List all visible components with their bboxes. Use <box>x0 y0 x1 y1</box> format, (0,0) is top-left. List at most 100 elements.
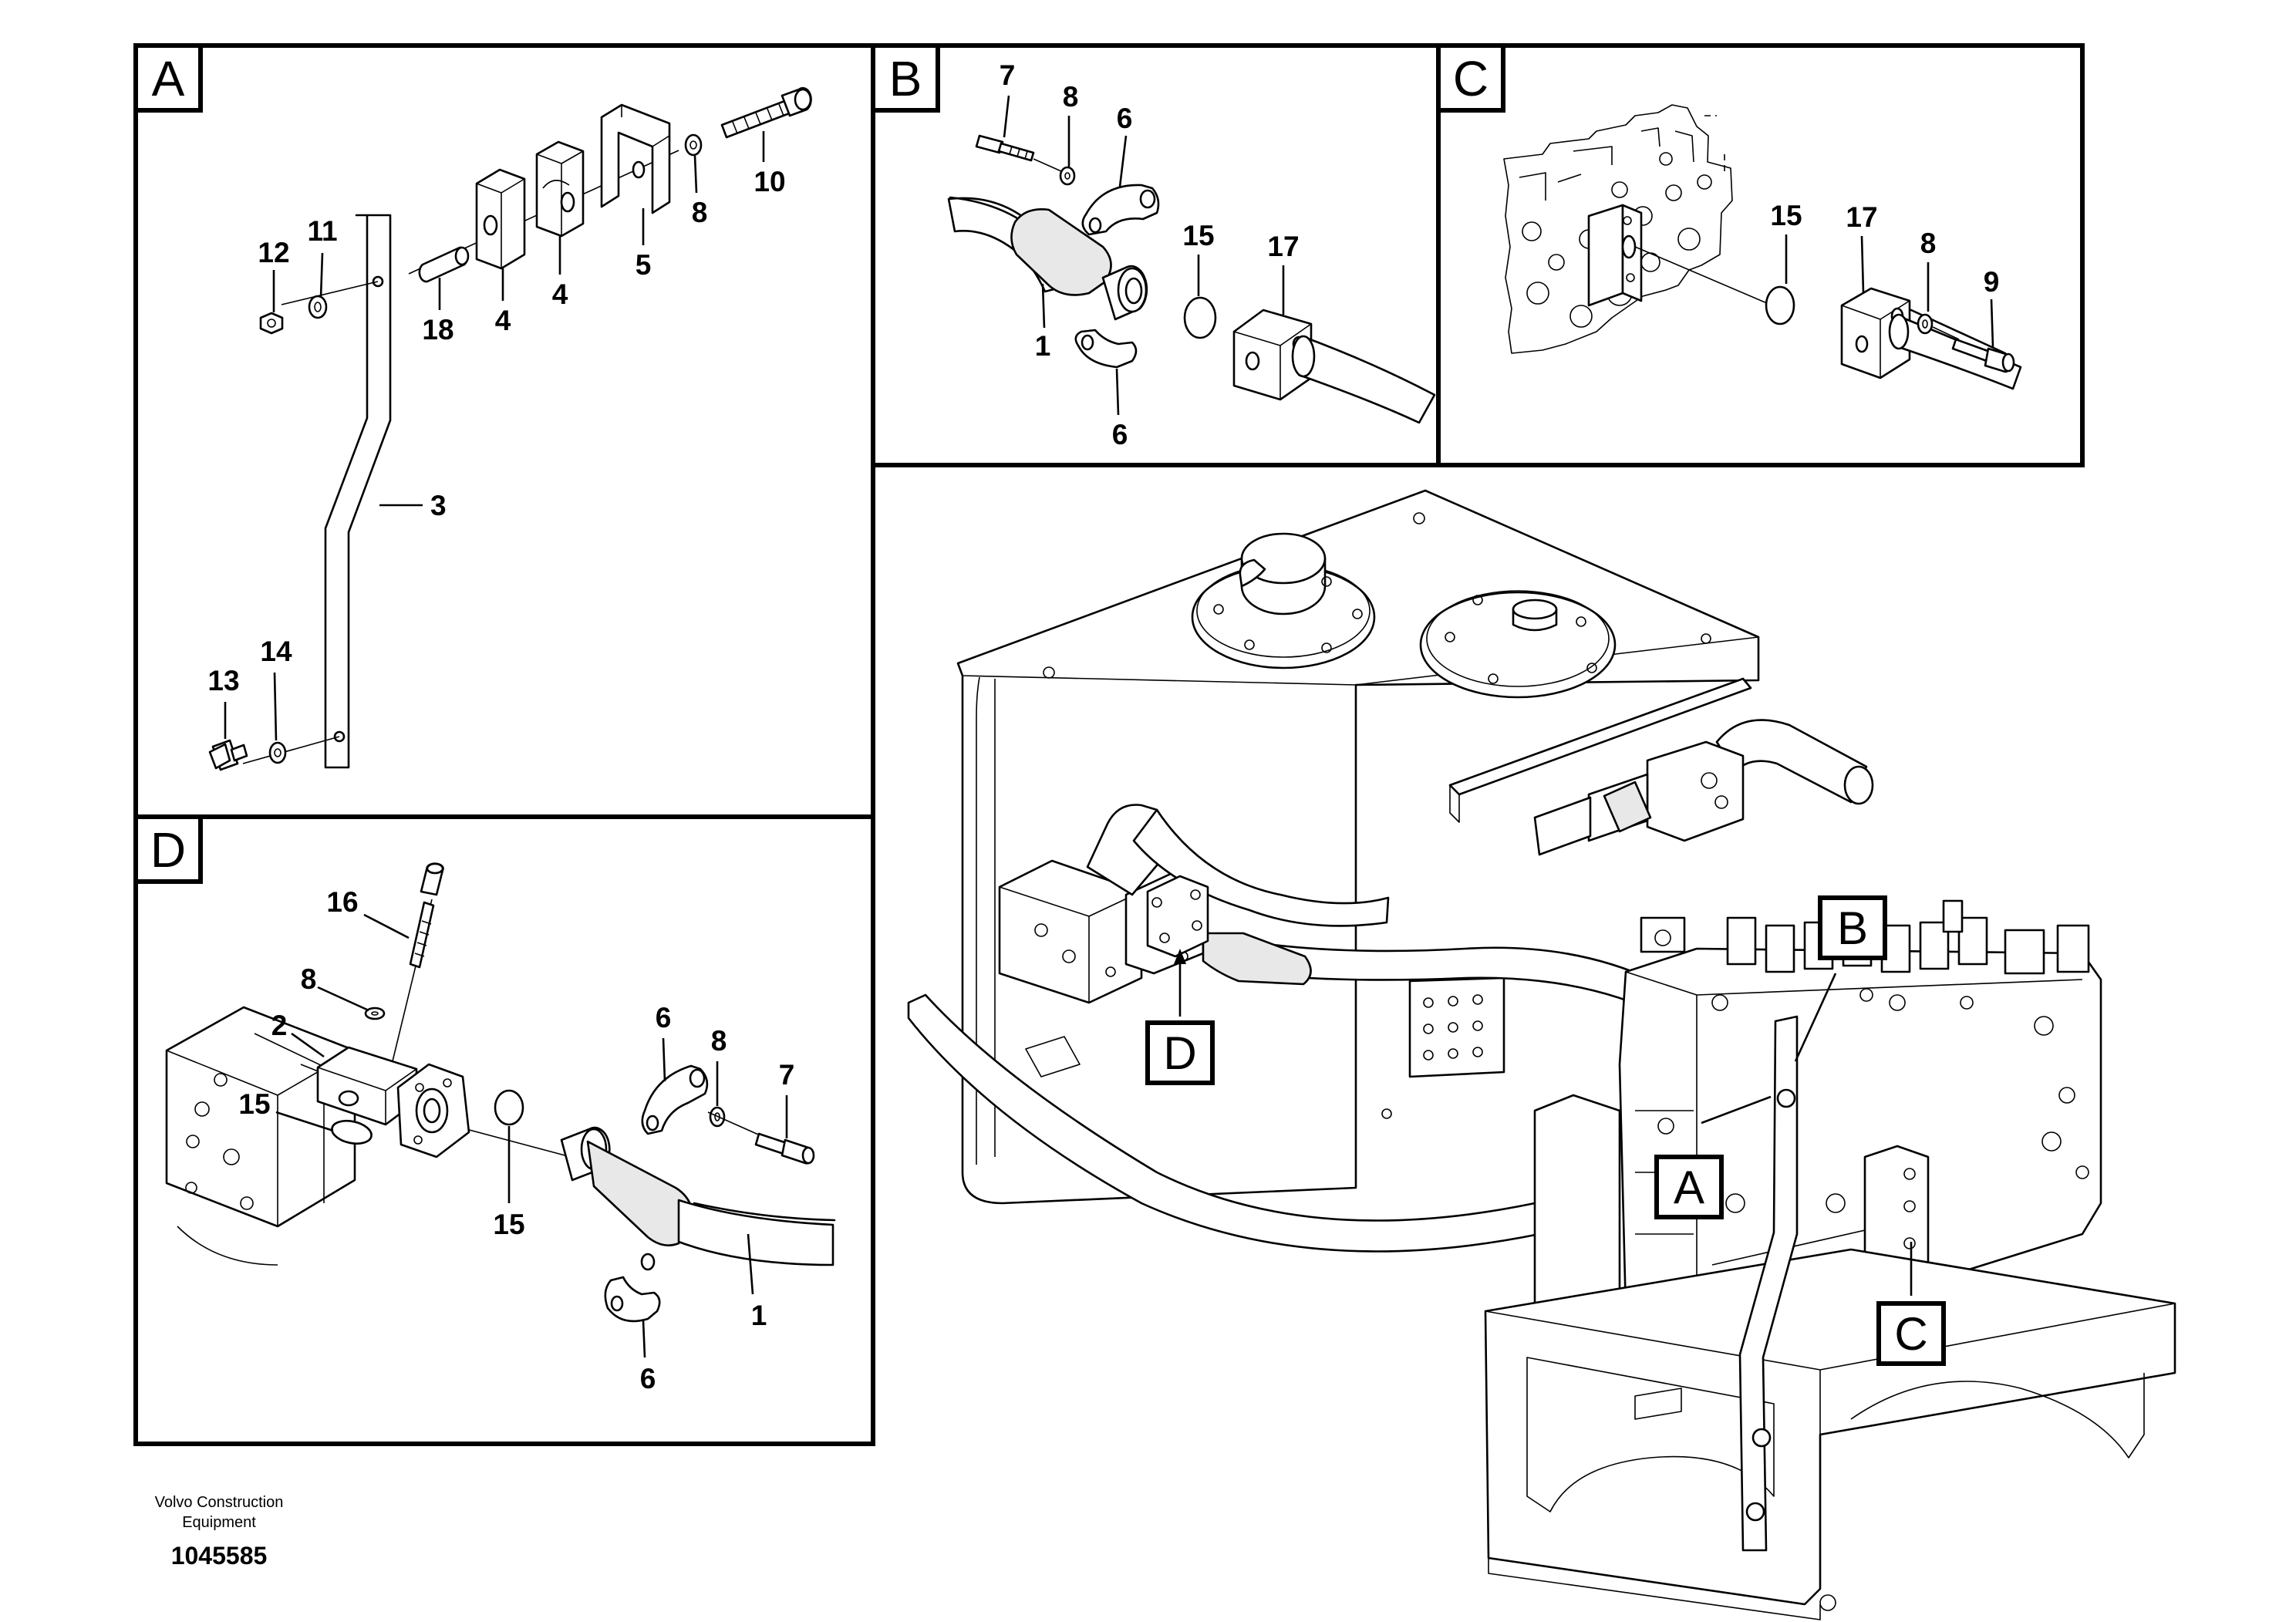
manufacturer-line-2: Equipment <box>182 1514 256 1531</box>
washer-8-panel-b <box>1059 166 1076 186</box>
panel-c-drawing <box>1503 104 2022 390</box>
clamp-half-6-top <box>1081 184 1160 236</box>
label-a-4-second: 4 <box>552 278 568 310</box>
washer-8-panel-a <box>684 133 703 157</box>
label-d-6-top: 6 <box>656 1002 672 1034</box>
valve-port-face <box>1587 204 1624 307</box>
hose-1-panel-d <box>677 1199 834 1266</box>
document-number: 1045585 <box>171 1542 268 1570</box>
suction-pipe <box>1715 719 1868 804</box>
label-d-16: 16 <box>326 886 358 918</box>
washer-14 <box>268 741 287 764</box>
screw-16 <box>409 862 444 969</box>
clamp-block-d <box>1146 875 1209 958</box>
label-c-8: 8 <box>1920 228 1937 259</box>
label-b-17: 17 <box>1267 231 1299 262</box>
label-a-4-first: 4 <box>495 305 511 336</box>
svg-text:C: C <box>1453 51 1489 106</box>
panel-a-frame <box>133 43 875 819</box>
svg-text:B: B <box>889 51 922 106</box>
screw-9 <box>1932 326 2015 373</box>
label-a-3: 3 <box>430 490 447 521</box>
panel-b-labels: 7 8 6 15 17 1 6 <box>1000 59 1300 450</box>
label-b-1: 1 <box>1035 330 1051 362</box>
tank-cover-right <box>1419 591 1617 699</box>
panel-d-labels: 16 8 2 15 6 8 7 15 1 6 <box>238 886 794 1394</box>
label-b-15: 15 <box>1182 220 1214 251</box>
label-b-7: 7 <box>1000 59 1016 91</box>
control-valve-fragment <box>1503 104 1733 354</box>
callout-b: B <box>1818 895 1887 960</box>
label-a-14: 14 <box>260 636 292 667</box>
washer-8-panel-c <box>1917 313 1934 335</box>
overview-leaders <box>1174 949 1913 1296</box>
panel-d-frame <box>133 814 875 1446</box>
bolt-10 <box>720 86 812 139</box>
panel-c-labels: 15 17 8 9 <box>1770 200 2000 348</box>
label-b-6-top: 6 <box>1117 103 1133 134</box>
callout-d: D <box>1145 1020 1215 1085</box>
label-a-10: 10 <box>754 166 785 197</box>
panel-b-tag: B <box>871 43 940 113</box>
valve-base <box>1484 1248 2176 1606</box>
panel-a-tag: A <box>133 43 203 113</box>
manufacturer-line-1: Volvo Construction <box>155 1494 284 1511</box>
label-c-9: 9 <box>1984 266 2000 298</box>
label-d-1: 1 <box>751 1300 767 1331</box>
label-a-11: 11 <box>307 215 337 247</box>
label-a-18: 18 <box>422 314 453 346</box>
screw-7-panel-d <box>707 1111 815 1165</box>
cover-plate-5 <box>600 103 671 214</box>
svg-text:C: C <box>1894 1308 1927 1360</box>
hose-ferrule <box>1010 208 1112 296</box>
return-block <box>1646 740 1745 842</box>
label-d-15-right: 15 <box>493 1209 524 1240</box>
pump-on-tank <box>998 859 1143 1004</box>
hose-ferrule-panel-d <box>586 1140 693 1246</box>
tank-rail <box>1448 677 1752 796</box>
panel-c-tag: C <box>1436 43 1505 113</box>
label-a-5: 5 <box>636 249 652 281</box>
label-d-8-right: 8 <box>711 1025 727 1057</box>
label-a-13: 13 <box>207 665 239 696</box>
panel-a-drawing <box>208 86 812 771</box>
svg-text:D: D <box>150 822 186 878</box>
o-ring-15-panel-c <box>1765 285 1795 325</box>
label-b-8: 8 <box>1063 81 1079 113</box>
label-a-8: 8 <box>692 197 708 228</box>
panel-a-labels: 12 11 18 4 4 5 8 10 3 13 14 <box>207 131 786 741</box>
svg-text:D: D <box>1163 1027 1196 1079</box>
svg-text:A: A <box>1674 1162 1704 1213</box>
label-d-7: 7 <box>779 1059 795 1091</box>
callout-a: A <box>1654 1155 1724 1219</box>
label-d-2: 2 <box>271 1010 288 1041</box>
label-d-8-top: 8 <box>301 963 317 995</box>
washer-8-panel-d-top <box>364 1007 386 1020</box>
label-a-12: 12 <box>258 237 289 268</box>
bolt-13 <box>208 739 248 771</box>
o-ring-15-panel-b <box>1183 296 1217 339</box>
pump-body <box>165 1006 356 1228</box>
label-d-15-left: 15 <box>238 1088 270 1120</box>
svg-text:A: A <box>152 51 185 106</box>
washer-11 <box>308 295 328 319</box>
clamp-half-4-rear <box>535 140 585 238</box>
clamp-half-4-front <box>475 168 526 270</box>
bracket-bar <box>324 214 392 769</box>
pipe-panel-b <box>1297 335 1436 424</box>
support-bracket <box>1738 1015 1799 1552</box>
label-c-17: 17 <box>1846 201 1877 233</box>
panel-b-drawing <box>947 134 1436 424</box>
panel-c-frame <box>1436 43 2085 467</box>
label-c-15: 15 <box>1770 200 1802 231</box>
overview-assembly <box>907 489 2176 1620</box>
label-b-6-bottom: 6 <box>1112 419 1128 450</box>
o-ring-15-pump-side <box>331 1119 373 1145</box>
label-d-6-bottom: 6 <box>640 1363 656 1394</box>
callout-c: C <box>1876 1301 1946 1366</box>
screw-7-panel-b <box>975 134 1035 162</box>
panel-d-tag: D <box>133 814 203 884</box>
o-ring-15-hose-side <box>494 1089 524 1126</box>
nut-12 <box>259 312 284 335</box>
